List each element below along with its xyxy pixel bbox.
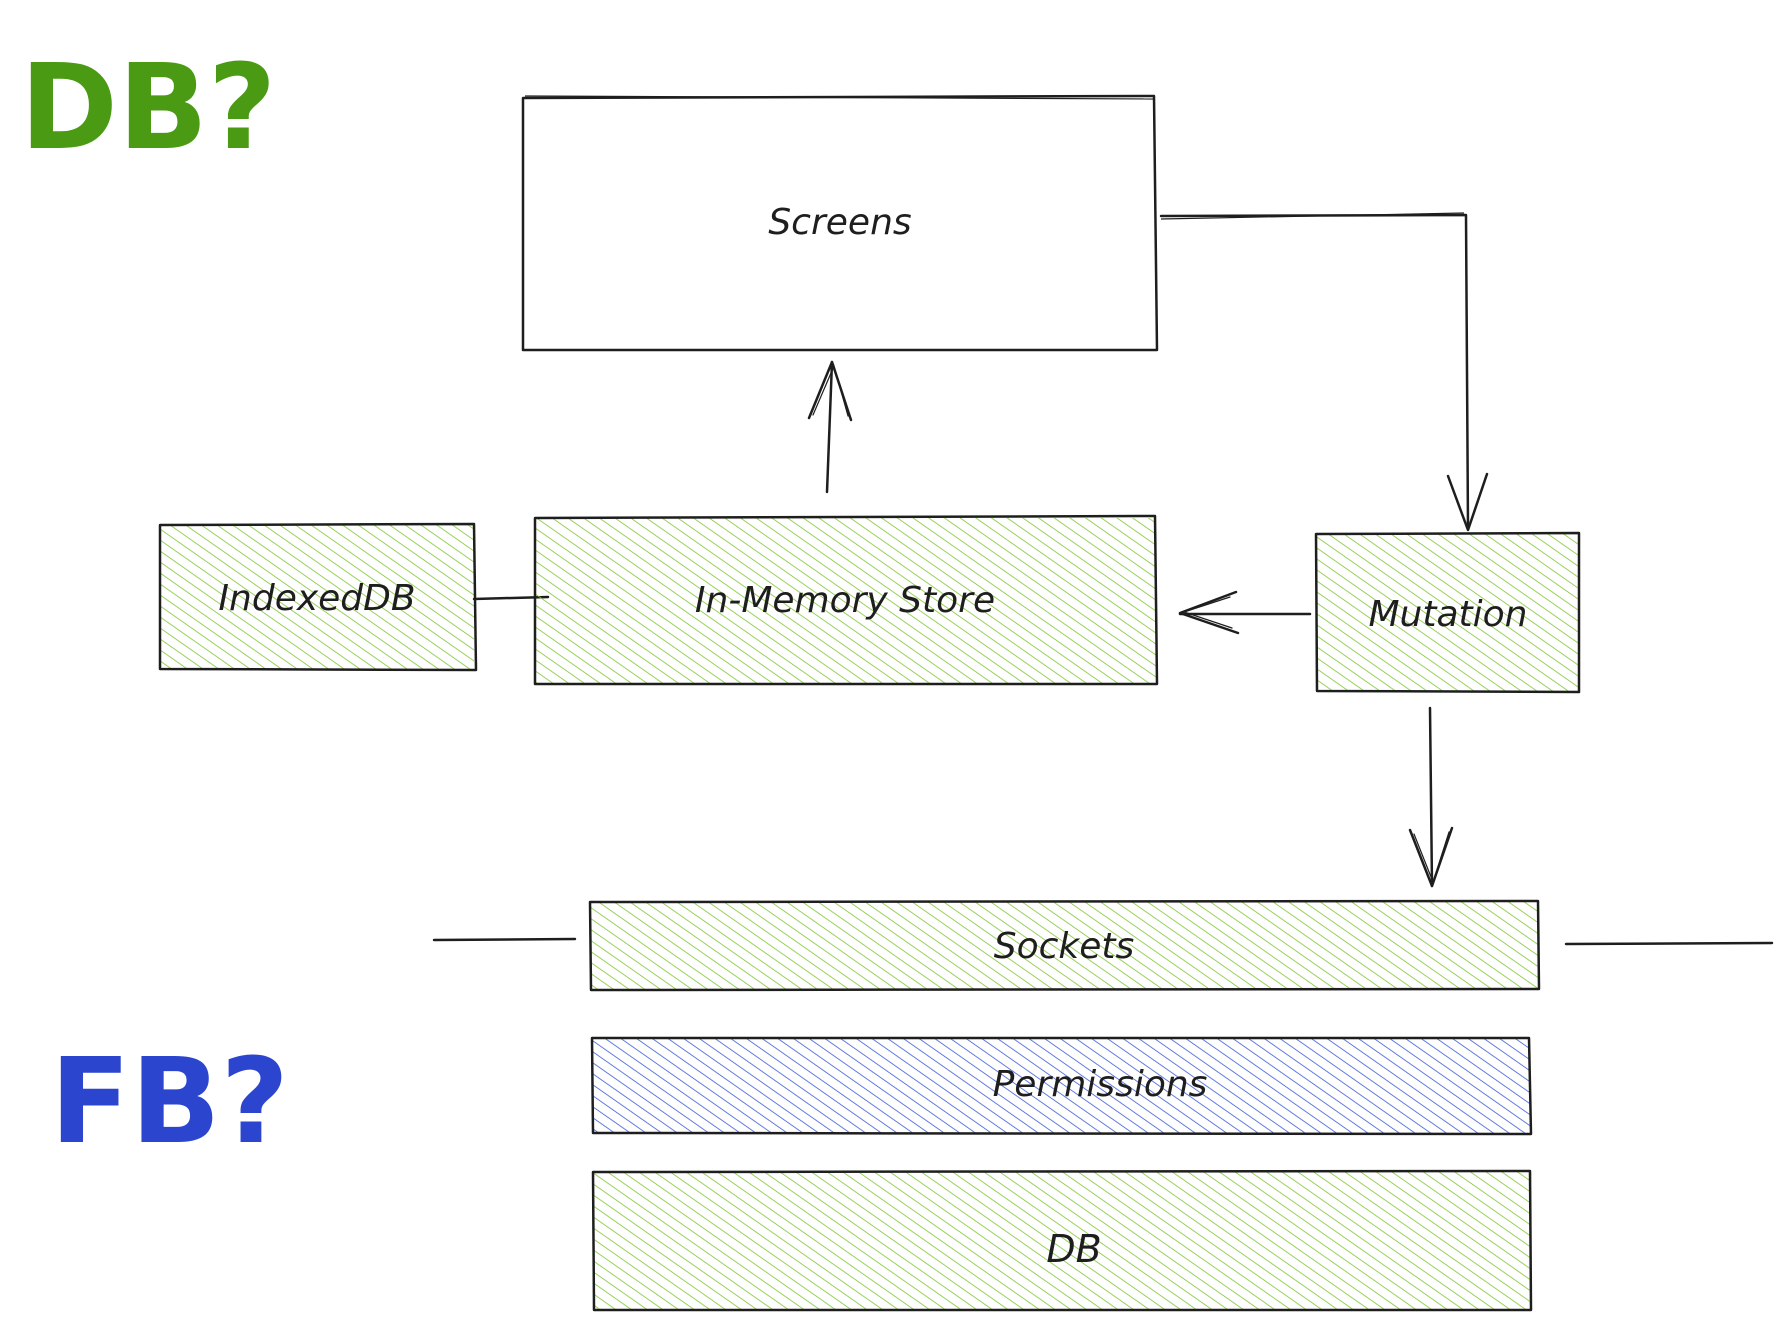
in-memory-store-label: In-Memory Store [695, 580, 995, 621]
permissions-label: Permissions [993, 1064, 1208, 1105]
screens-box: Screens [521, 94, 1159, 352]
sockets-label: Sockets [994, 926, 1135, 967]
indexeddb-box: IndexedDB [158, 522, 478, 672]
mutation-box: Mutation [1314, 531, 1581, 694]
arrow-mutation-to-sockets [1408, 706, 1454, 888]
sockets-right-line [1564, 941, 1774, 946]
arrow-store-to-screens [807, 360, 853, 494]
screens-label: Screens [768, 202, 911, 243]
fb-question-label: FB? [50, 1032, 289, 1170]
permissions-box: Permissions [590, 1036, 1533, 1136]
in-memory-store-box: In-Memory Store [533, 514, 1159, 686]
db-question-label: DB? [20, 38, 276, 176]
db-box: DB [591, 1169, 1533, 1312]
sockets-left-line [432, 937, 577, 942]
arrow-screens-to-mutation [1159, 212, 1489, 532]
sockets-box: Sockets [588, 899, 1541, 992]
db-label: DB [1046, 1227, 1101, 1271]
arrow-mutation-to-store [1178, 590, 1312, 635]
indexeddb-label: IndexedDB [218, 578, 415, 619]
mutation-label: Mutation [1368, 594, 1527, 635]
